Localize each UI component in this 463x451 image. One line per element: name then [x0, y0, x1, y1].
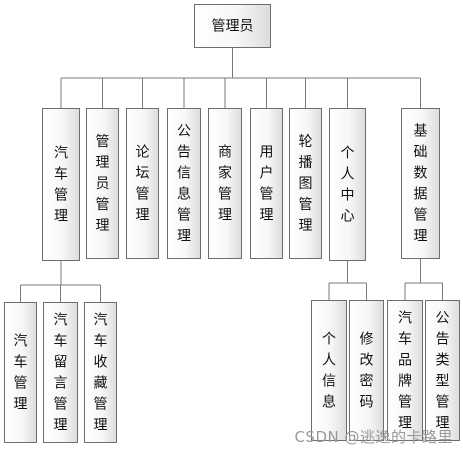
node-box: [289, 108, 322, 259]
node-car-sub-mgmt: 汽车管理: [4, 302, 37, 443]
node-user-mgmt: 用户管理: [250, 108, 283, 259]
node-label: 轮播图管理: [299, 134, 313, 234]
node-box: [401, 108, 440, 259]
node-admin: 管理员: [194, 4, 271, 48]
node-label: 公告信息管理: [177, 124, 191, 245]
node-admin-mgmt: 管理员管理: [86, 108, 119, 259]
node-box: [43, 302, 78, 443]
watermark: CSDN @逃逸的卡路里: [294, 428, 453, 446]
node-carousel-mgmt: 轮播图管理: [289, 108, 322, 259]
node-forum-mgmt: 论坛管理: [126, 108, 159, 259]
node-box: [329, 108, 366, 261]
node-label: 用户管理: [260, 145, 274, 224]
node-label: 汽车收藏管理: [94, 313, 108, 434]
node-box: [84, 302, 117, 443]
node-personal-info: 个人信息: [311, 300, 347, 441]
node-box: [425, 300, 460, 441]
node-notice-mgmt: 公告信息管理: [167, 108, 201, 259]
connector-lines: [20, 47, 443, 302]
node-label: 管理员管理: [96, 134, 110, 234]
node-label: 论坛管理: [136, 145, 150, 224]
node-car-comment-mgmt: 汽车留言管理: [43, 302, 78, 443]
node-box: [167, 108, 201, 259]
node-label: 个人信息: [322, 332, 336, 411]
node-personal-center: 个人中心: [329, 108, 366, 261]
node-box: [208, 108, 242, 259]
node-label: 汽车留言管理: [54, 313, 68, 434]
node-label: 公告类型管理: [436, 311, 450, 432]
node-merchant-mgmt: 商家管理: [208, 108, 242, 259]
node-label: 管理员: [212, 19, 254, 35]
node-box: [86, 108, 119, 259]
node-box: [387, 300, 423, 441]
node-basic-data-mgmt: 基础数据管理: [401, 108, 440, 259]
node-box: [4, 302, 37, 443]
node-notice-type-mgmt: 公告类型管理: [425, 300, 460, 441]
node-box: [126, 108, 159, 259]
node-box: [42, 108, 80, 261]
node-label: 汽车管理: [54, 146, 68, 225]
node-box: [349, 300, 384, 441]
node-car-mgmt: 汽车管理: [42, 108, 80, 261]
node-label: 修改密码: [360, 332, 374, 411]
node-box: [311, 300, 347, 441]
node-car-brand-mgmt: 汽车品牌管理: [387, 300, 423, 441]
node-car-favorite-mgmt: 汽车收藏管理: [84, 302, 117, 443]
node-change-password: 修改密码: [349, 300, 384, 441]
node-label: 个人中心: [341, 146, 355, 225]
node-box: [250, 108, 283, 259]
node-label: 商家管理: [218, 145, 232, 224]
node-label: 汽车管理: [14, 334, 28, 413]
node-box: [194, 4, 271, 48]
node-label: 基础数据管理: [414, 123, 428, 245]
node-label: 汽车品牌管理: [398, 311, 412, 432]
